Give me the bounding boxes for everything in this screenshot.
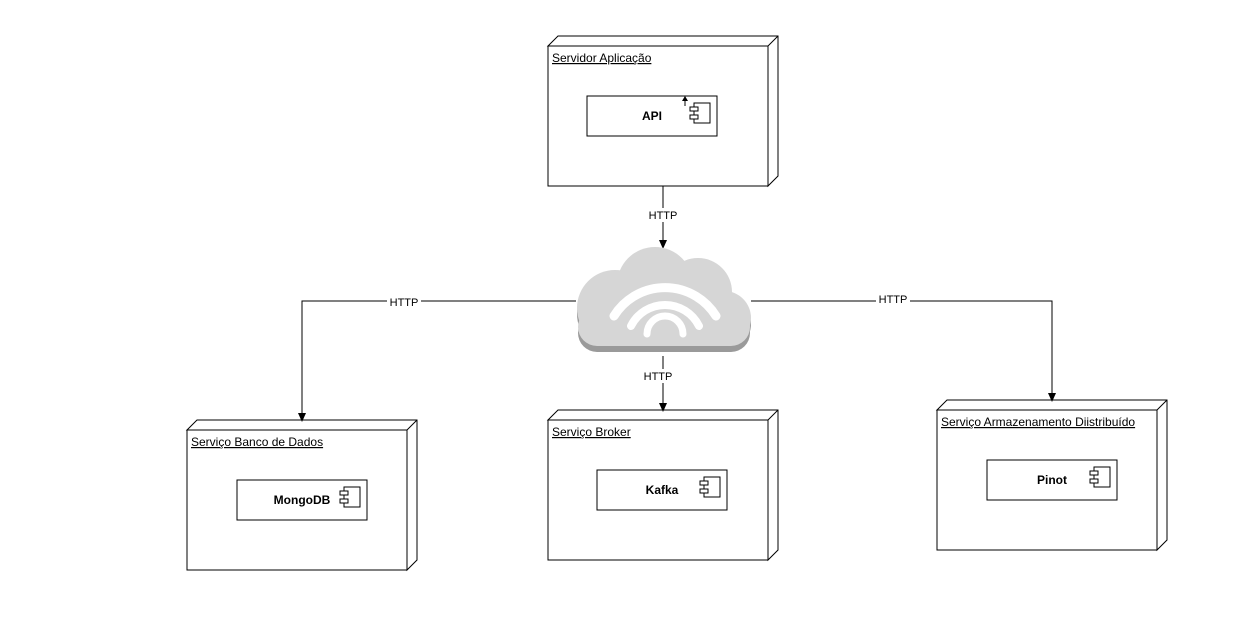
edge-left[interactable]: HTTP <box>298 295 576 422</box>
edge-label: HTTP <box>644 371 673 383</box>
cloud-wifi-icon[interactable] <box>577 247 751 352</box>
edge-label: HTTP <box>390 297 419 309</box>
component-pinot[interactable]: Pinot <box>986 459 1118 501</box>
edge-label: HTTP <box>649 210 678 222</box>
node-title: Serviço Armazenamento Diistribuído <box>941 415 1135 429</box>
node-title: Serviço Broker <box>552 425 631 439</box>
node-db-service[interactable]: Serviço Banco de Dados MongoDB <box>185 419 418 572</box>
component-label: Kafka <box>646 483 679 497</box>
component-label: Pinot <box>1037 473 1067 487</box>
edge-bottom[interactable]: HTTP <box>641 356 675 412</box>
component-label: MongoDB <box>274 493 331 507</box>
edge-label: HTTP <box>879 294 908 306</box>
component-api[interactable]: API <box>586 95 718 137</box>
component-icon <box>339 486 361 508</box>
wifi-icon <box>609 283 721 338</box>
component-kafka[interactable]: Kafka <box>596 469 728 511</box>
node-storage-service[interactable]: Serviço Armazenamento Diistribuído Pinot <box>935 399 1168 552</box>
component-icon <box>1089 466 1111 488</box>
component-label: API <box>642 109 662 123</box>
component-mongodb[interactable]: MongoDB <box>236 479 368 521</box>
node-title: Serviço Banco de Dados <box>191 435 323 449</box>
node-app-server[interactable]: Servidor Aplicação API <box>546 35 779 188</box>
node-title: Servidor Aplicação <box>552 51 652 65</box>
component-icon <box>689 102 711 124</box>
edge-right[interactable]: HTTP <box>751 292 1056 402</box>
component-icon <box>699 476 721 498</box>
arrow-up-icon <box>682 96 688 106</box>
node-broker-service[interactable]: Serviço Broker Kafka <box>546 409 779 562</box>
edge-top[interactable]: HTTP <box>646 186 680 249</box>
